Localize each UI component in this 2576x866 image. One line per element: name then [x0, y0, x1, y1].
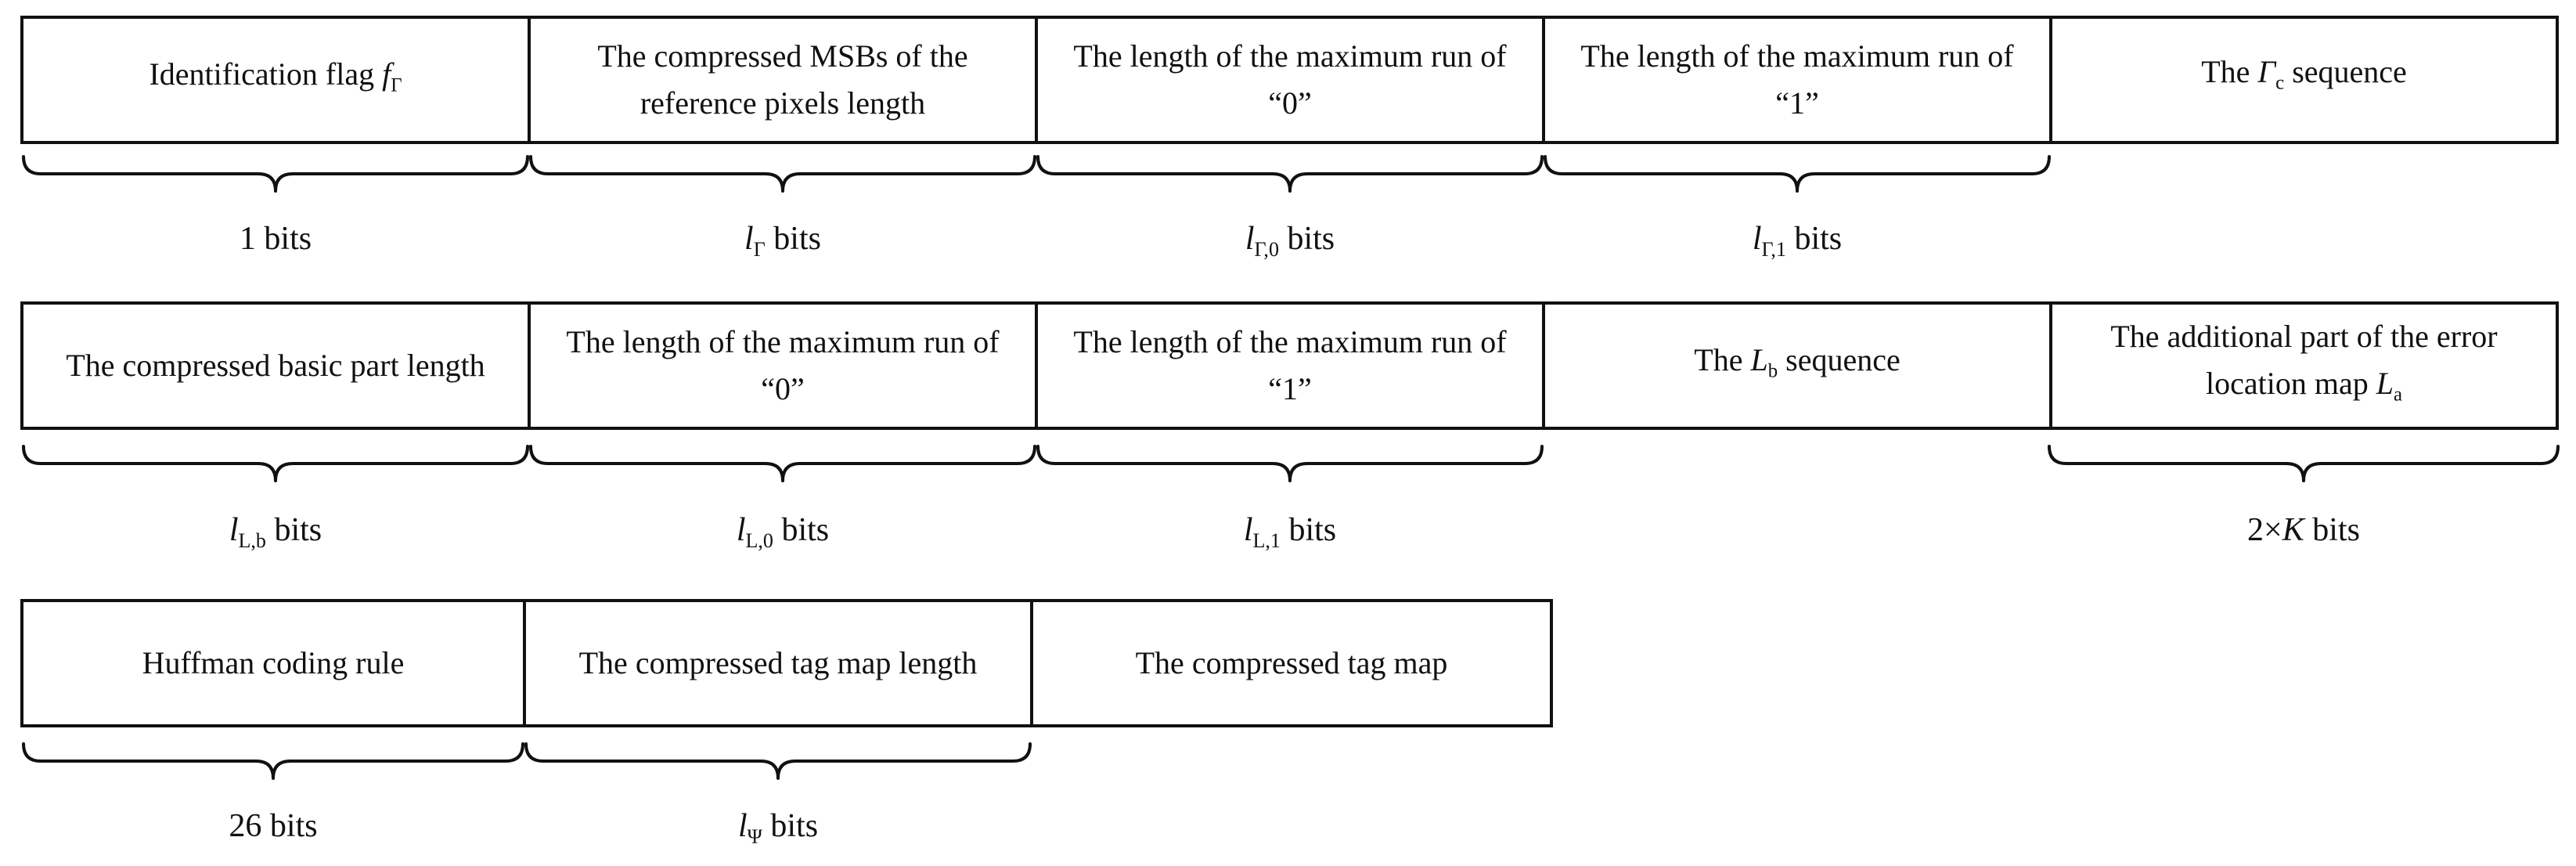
field-identification-flag: Identification flag fΓ: [20, 16, 531, 144]
field-max-run-1: The length of the maximum run of “1”: [1035, 301, 1545, 430]
field-label: The length of the maximum run of “0”: [566, 324, 1000, 406]
underbrace: [1544, 155, 2051, 193]
field-max-run-0: The length of the maximum run of “0”: [528, 301, 1038, 430]
underbrace: [1036, 445, 1544, 482]
field-label: The compressed tag map length: [578, 645, 978, 680]
underbrace: [22, 742, 524, 780]
bit-length-label: lL,0 bits: [736, 512, 830, 553]
field-compressed-tag-map-length: The compressed tag map length: [523, 599, 1033, 727]
underbrace: [529, 445, 1036, 482]
field-label: The Lb sequence: [1694, 341, 1900, 382]
bit-length-label: lL,1 bits: [1243, 512, 1337, 553]
field-max-run-1: The length of the maximum run of “1”: [1542, 16, 2052, 144]
field-additional-error-location-map: The additional part of the error locatio…: [2049, 301, 2559, 430]
field-gamma-c-sequence: The Γc sequence: [2049, 16, 2559, 144]
bit-length-label: 26 bits: [229, 808, 318, 844]
underbrace: [529, 155, 1036, 193]
field-label: The Γc sequence: [2201, 54, 2407, 94]
field-huffman-coding-rule: Huffman coding rule: [20, 599, 526, 727]
field-lb-sequence: The Lb sequence: [1542, 301, 2052, 430]
bit-length-label: lL,b bits: [229, 512, 322, 553]
bit-length-label: lΨ bits: [737, 808, 819, 849]
underbrace: [2048, 445, 2560, 482]
field-label: The additional part of the error locatio…: [2110, 318, 2498, 406]
field-label: Identification flag fΓ: [149, 56, 402, 96]
field-label: The length of the maximum run of “1”: [1580, 38, 2014, 121]
field-label: Huffman coding rule: [142, 645, 405, 680]
bit-length-label: lΓ,1 bits: [1752, 221, 1843, 262]
underbrace: [22, 445, 529, 482]
field-label: The length of the maximum run of “1”: [1073, 324, 1507, 406]
bit-length-label: lΓ bits: [744, 221, 821, 262]
bit-length-label: lΓ,0 bits: [1245, 221, 1335, 262]
field-label: The compressed basic part length: [66, 348, 485, 383]
field-label: The compressed MSBs of the reference pix…: [597, 38, 968, 121]
underbrace: [524, 742, 1032, 780]
field-compressed-msbs-length: The compressed MSBs of the reference pix…: [528, 16, 1038, 144]
field-compressed-tag-map: The compressed tag map: [1030, 599, 1553, 727]
field-max-run-0: The length of the maximum run of “0”: [1035, 16, 1545, 144]
field-label: The compressed tag map: [1135, 645, 1448, 680]
field-label: The length of the maximum run of “0”: [1073, 38, 1507, 121]
underbrace: [22, 155, 529, 193]
underbrace: [1036, 155, 1544, 193]
bit-length-label: 1 bits: [239, 221, 312, 257]
bit-length-label: 2×K bits: [2247, 512, 2360, 548]
